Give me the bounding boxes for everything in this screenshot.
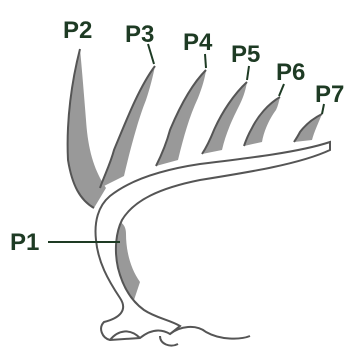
tine-p6	[244, 97, 280, 146]
label-p3: P3	[125, 21, 154, 48]
label-p6: P6	[276, 59, 305, 86]
label-p4: P4	[183, 29, 213, 56]
label-p5: P5	[231, 41, 260, 68]
pointer-p5	[247, 66, 249, 80]
label-p1: P1	[10, 229, 39, 256]
tine-p2	[68, 49, 106, 208]
main-beam	[96, 142, 330, 340]
tine-p7	[294, 114, 322, 142]
label-p2: P2	[63, 17, 92, 44]
pointer-p4	[205, 54, 206, 68]
label-p7: P7	[315, 81, 344, 108]
tine-p3	[100, 66, 155, 188]
